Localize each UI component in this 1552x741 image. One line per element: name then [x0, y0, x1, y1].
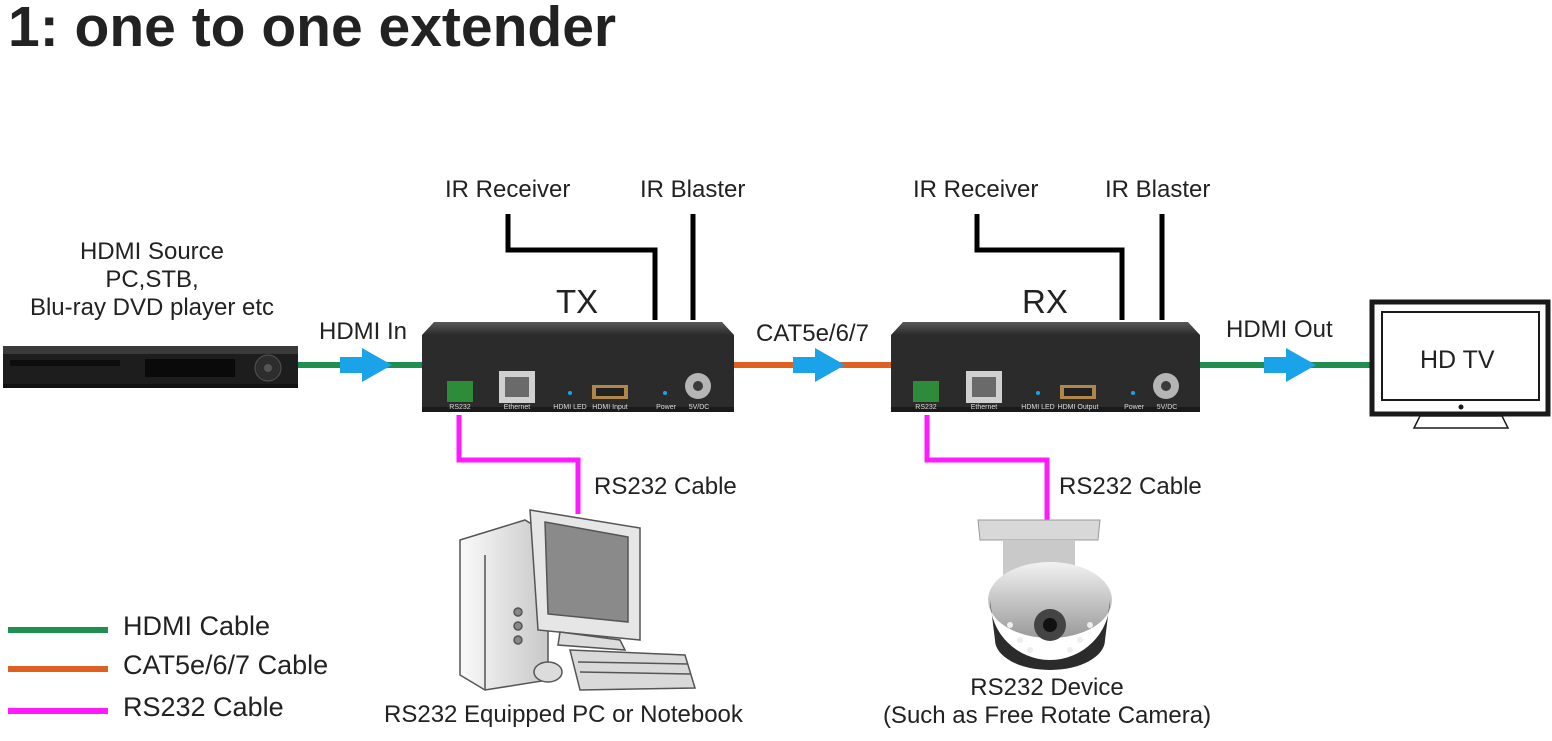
tx-port-5vdc: 5V/DC — [689, 404, 710, 411]
rx-rs232-cable — [924, 415, 1050, 520]
arrow-icon — [793, 348, 845, 382]
hdmi-out-label: HDMI Out — [1226, 316, 1333, 343]
rx-port-hdmi-led: HDMI LED — [1021, 404, 1054, 411]
tx-port-power: Power — [656, 404, 677, 411]
blu-ray-player-icon — [3, 346, 298, 388]
rx-port-labels: RS232 Ethernet HDMI LED HDMI Output Powe… — [915, 404, 1177, 411]
tx-port-hdmi-input: HDMI Input — [592, 404, 627, 411]
tx-port-hdmi-led: HDMI LED — [553, 404, 586, 411]
tx-ir-receiver-cable — [505, 214, 658, 320]
rx-port-5vdc: 5V/DC — [1157, 404, 1178, 411]
dome-camera-icon — [977, 519, 1112, 670]
legend-swatches — [8, 627, 108, 714]
rx-ir-receiver-label: IR Receiver — [913, 176, 1039, 203]
legend-cat-label: CAT5e/6/7 Cable — [123, 650, 329, 680]
tx-rs232-cable — [456, 415, 581, 514]
hdmi-source-line-1: HDMI Source — [79, 238, 225, 265]
camera-label: RS232 Device (Such as Free Rotate Camera… — [860, 674, 1234, 730]
cat-label: CAT5e/6/7 — [756, 320, 869, 347]
arrows — [340, 348, 1316, 382]
tx-ir-receiver-label: IR Receiver — [445, 176, 571, 203]
hdmi-in-label: HDMI In — [319, 318, 408, 345]
camera-line-1: RS232 Device — [970, 674, 1124, 701]
ir-cables — [505, 214, 1165, 320]
arrow-icon — [1264, 348, 1316, 382]
rx-ir-receiver-cable — [974, 214, 1125, 320]
rs232-cables — [456, 415, 1050, 520]
rx-ir-blaster-label: IR Blaster — [1105, 176, 1211, 203]
hdmi-source-label: HDMI Source PC,STB, Blu-ray DVD player e… — [14, 238, 290, 322]
tx-port-ethernet: Ethernet — [504, 404, 531, 411]
rx-name-label: RX — [1022, 283, 1068, 320]
terminal-block-icon — [913, 381, 939, 402]
tx-rs232-cable-label: RS232 Cable — [594, 473, 737, 500]
rx-rs232-cable-label: RS232 Cable — [1059, 473, 1202, 500]
arrow-icon — [340, 348, 392, 382]
rx-port-ethernet: Ethernet — [971, 404, 998, 411]
rx-port-rs232: RS232 — [915, 404, 937, 411]
hdmi-source-line-3: Blu-ray DVD player etc — [29, 294, 275, 321]
camera-line-2: (Such as Free Rotate Camera) — [882, 702, 1212, 729]
tx-ir-blaster-label: IR Blaster — [640, 176, 746, 203]
rx-port-hdmi-output: HDMI Output — [1058, 404, 1099, 411]
tx-name-label: TX — [556, 283, 599, 320]
desktop-pc-icon — [459, 509, 697, 691]
tv-label: HD TV — [1420, 346, 1495, 374]
tv-icon — [1369, 299, 1551, 429]
legend-hdmi-label: HDMI Cable — [123, 611, 271, 641]
legend-rs232-label: RS232 Cable — [123, 692, 284, 722]
pc-label: RS232 Equipped PC or Notebook — [384, 701, 743, 728]
hdmi-source-line-2: PC,STB, — [105, 266, 199, 293]
page-title: 1: one to one extender — [8, 0, 617, 59]
tx-extender-box — [422, 322, 734, 412]
tx-port-rs232: RS232 — [449, 404, 471, 411]
rx-port-power: Power — [1124, 404, 1145, 411]
tx-port-labels: RS232 Ethernet HDMI LED HDMI Input Power… — [449, 404, 709, 411]
rx-extender-box — [891, 322, 1200, 412]
terminal-block-icon — [447, 381, 473, 402]
